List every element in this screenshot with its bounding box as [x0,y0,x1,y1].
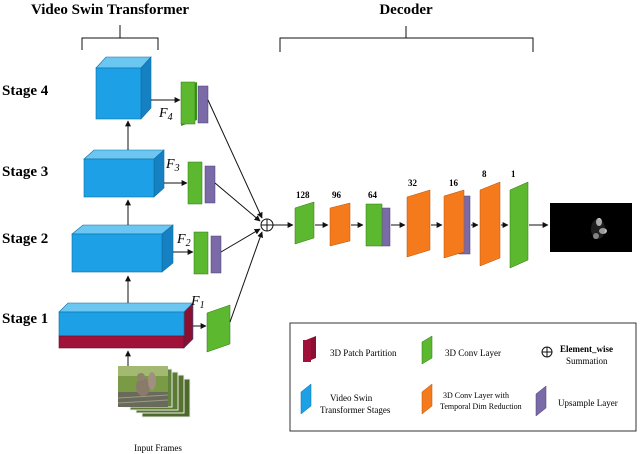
legend-conv-label: 3D Conv Layer [445,348,501,358]
decoder-upsample-64 [380,207,391,247]
input-frame-image [117,366,169,407]
feature-f1-label: F1 [190,294,205,311]
channel-128: 128 [296,190,310,200]
stage-4-label: Stage 4 [2,83,49,99]
line-f1-sum [229,231,264,323]
conv-upsample-f2 [193,231,222,275]
decoder-temporal-96 [329,202,351,247]
decoder-conv-64 [365,203,383,247]
stage-1-label: Stage 1 [2,311,48,327]
legend-conv-swatch [421,335,433,365]
channel-64: 64 [368,190,378,200]
decoder-temporal-16 [443,189,465,259]
legend-temporal-swatch [421,383,433,415]
legend-swin-swatch [300,383,312,415]
legend-element-wise-label: Element_wise [560,344,613,354]
line-f4-sum [207,99,263,219]
legend-sum-icon [541,346,553,358]
element-wise-sum-icon [260,218,274,232]
feature-f2-label: F2 [176,232,191,249]
line-f2-sum [220,228,261,253]
stage-2-block [71,224,174,273]
output-saliency-map [550,203,632,252]
legend-swin-label-2: Transformer Stages [320,405,391,415]
patch-partition-layer [58,335,185,349]
legend-upsample-label: Upsample Layer [558,398,618,408]
conv-f1 [206,304,231,353]
legend-summation-label: Summation [566,356,608,366]
decoder-title: Decoder [379,2,433,18]
feature-f3-label: F3 [165,157,180,174]
input-frames-label: Input Frames [134,443,182,453]
channel-32: 32 [408,178,418,188]
channel-16: 16 [449,178,459,188]
decoder-temporal-32 [406,189,431,258]
decoder-bracket [279,26,534,52]
channel-8: 8 [482,169,487,179]
encoder-bracket [81,25,159,50]
decoder-conv-128 [294,201,315,245]
decoder-temporal-8 [479,181,501,267]
stage-4-block [95,56,152,120]
stage-2-label: Stage 2 [2,231,48,247]
input-frames-stack [117,366,191,418]
channel-96: 96 [332,190,342,200]
decoder-conv-1 [509,181,529,269]
legend: 3D Patch Partition 3D Conv Layer Element… [289,322,637,432]
conv-upsample-f4 [180,81,209,126]
stage-3-label: Stage 3 [2,164,48,180]
encoder-title: Video Swin Transformer [31,2,189,18]
legend-patch-label: 3D Patch Partition [330,348,397,358]
legend-box [289,322,637,432]
feature-f4-label: F4 [158,106,173,123]
stage-1-block [58,302,194,349]
channel-1: 1 [511,169,516,179]
legend-swin-label-1: Video Swin [330,393,373,403]
conv-upsample-f3 [187,161,216,205]
line-f3-sum [214,182,261,222]
stage-3-block [83,149,165,198]
legend-temporal-label-2: Temporal Dim Reduction [440,402,522,411]
legend-temporal-label-1: 3D Conv Layer with [443,391,509,400]
legend-upsample-swatch [535,385,547,417]
